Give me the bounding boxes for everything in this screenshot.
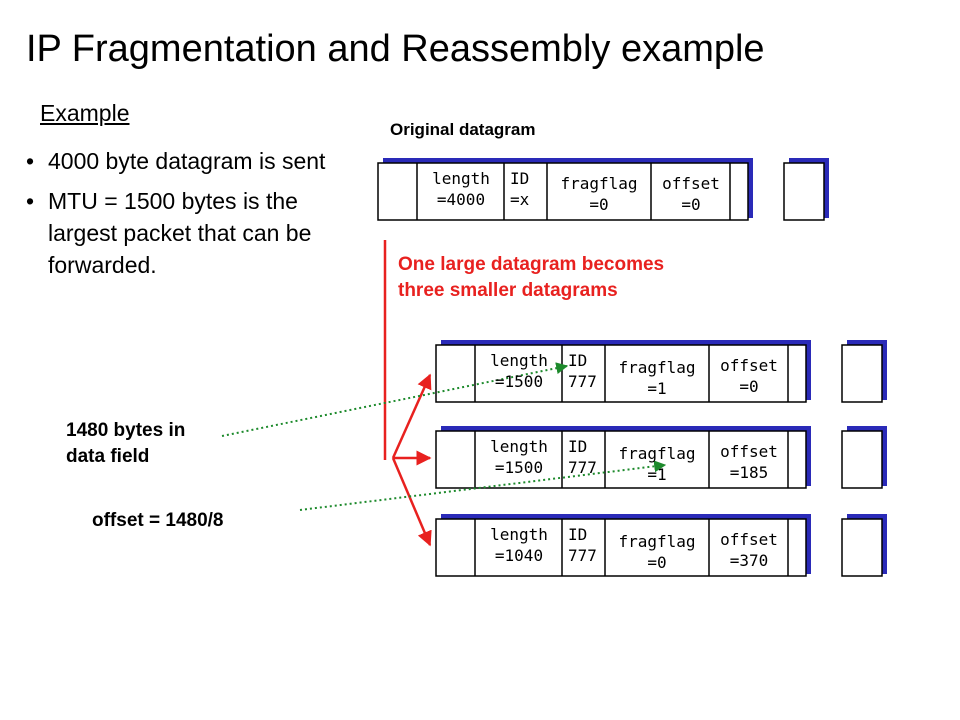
field-value: =0 (739, 377, 759, 396)
fragment-1-id-field: ID 777 (568, 350, 608, 392)
field-name: offset (720, 356, 778, 375)
field-name: ID (510, 169, 530, 188)
note-line: One large datagram becomes (398, 254, 665, 275)
page-title: IP Fragmentation and Reassembly example (26, 28, 765, 70)
example-heading: Example (40, 100, 130, 126)
field-name: fragflag (618, 532, 696, 551)
field-name: length (432, 169, 490, 188)
fragment-2-fragflag-field: fragflag =1 (607, 443, 707, 485)
field-name: offset (720, 442, 778, 461)
field-value: 777 (568, 546, 597, 565)
fragmentation-note: One large datagram becomes three smaller… (398, 252, 664, 304)
field-value: =0 (647, 553, 667, 572)
field-name: ID (568, 351, 588, 370)
original-datagram-label: Original datagram (390, 120, 536, 139)
example-bullets: 4000 byte datagram is sent MTU = 1500 by… (26, 145, 326, 289)
field-value: =1 (647, 379, 667, 398)
field-value: =0 (681, 195, 701, 214)
field-name: length (490, 525, 548, 544)
original-datagram (377, 158, 829, 221)
bullet-item: MTU = 1500 bytes is the largest packet t… (26, 185, 326, 281)
field-value: =370 (729, 551, 769, 570)
fragment-1-length-field: length =1500 (478, 350, 560, 392)
fragment-1-box (435, 340, 887, 403)
fragment-3-length-field: length =1040 (478, 524, 560, 566)
fragment-3-offset-field: offset =370 (711, 529, 787, 571)
field-name: offset (662, 174, 720, 193)
split-arrows (383, 240, 432, 547)
field-value: =0 (589, 195, 609, 214)
field-value: 777 (568, 458, 597, 477)
fragment-3-fragflag-field: fragflag =0 (607, 531, 707, 573)
field-name: ID (568, 525, 588, 544)
field-name: fragflag (560, 174, 638, 193)
field-value: =1500 (494, 372, 544, 391)
data-field-annotation: 1480 bytes in data field (66, 418, 185, 470)
field-value: =1500 (494, 458, 544, 477)
fragment-2-length-field: length =1500 (478, 436, 560, 478)
original-id-field: ID =x (510, 168, 550, 210)
annotation-line: data field (66, 446, 150, 467)
fragment-3-box (435, 514, 887, 577)
fragment-2-id-field: ID 777 (568, 436, 608, 478)
field-value: =x (510, 190, 530, 209)
fragment-3-id-field: ID 777 (568, 524, 608, 566)
field-value: =1 (647, 465, 667, 484)
annotation-arrows (221, 362, 667, 511)
original-length-field: length =4000 (420, 168, 502, 210)
fragment-1-offset-field: offset =0 (711, 355, 787, 397)
original-offset-field: offset =0 (653, 173, 729, 215)
offset-annotation: offset = 1480/8 (92, 510, 224, 531)
original-fragflag-field: fragflag =0 (549, 173, 649, 215)
field-value: =185 (729, 463, 769, 482)
note-line: three smaller datagrams (398, 280, 618, 301)
field-value: =4000 (436, 190, 486, 209)
field-name: length (490, 351, 548, 370)
fragment-1-fragflag-field: fragflag =1 (607, 357, 707, 399)
fragment-2-box (435, 426, 887, 489)
field-name: fragflag (618, 444, 696, 463)
field-name: fragflag (618, 358, 696, 377)
fragment-2-offset-field: offset =185 (711, 441, 787, 483)
annotation-line: 1480 bytes in (66, 420, 186, 441)
bullet-item: 4000 byte datagram is sent (26, 145, 326, 177)
field-name: offset (720, 530, 778, 549)
field-name: ID (568, 437, 588, 456)
field-value: =1040 (494, 546, 544, 565)
field-name: length (490, 437, 548, 456)
field-value: 777 (568, 372, 597, 391)
